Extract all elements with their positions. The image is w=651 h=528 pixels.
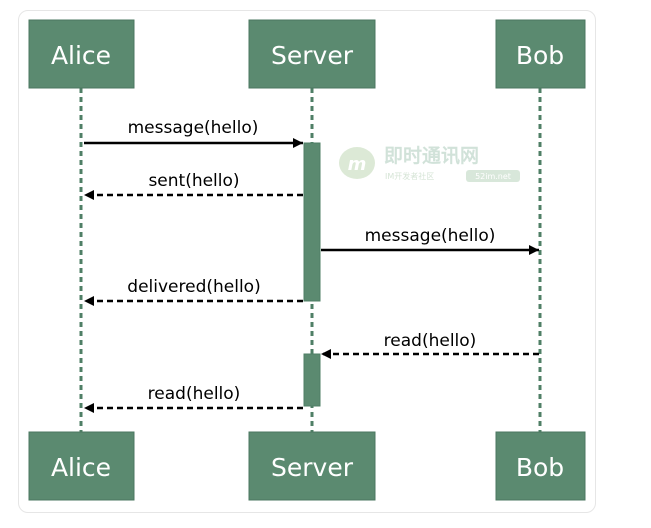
- participant-alice-bottom-box: [28, 431, 135, 501]
- server-activation-1: [303, 142, 321, 302]
- participant-alice-bottom-label: Alice: [51, 453, 111, 482]
- message-6-label: read(hello): [148, 384, 241, 404]
- watermark-brand: 即时通讯网: [384, 145, 479, 167]
- participant-bob-bottom-box: [495, 431, 586, 501]
- participant-server-bottom-box: [248, 431, 376, 501]
- message-1: message(hello): [84, 118, 303, 148]
- message-6: read(hello): [84, 384, 303, 413]
- participant-bob-top-box: [495, 19, 586, 89]
- watermark-domain-badge: [466, 170, 520, 182]
- participant-alice-top-box: [28, 19, 135, 89]
- participant-server-bottom-label: Server: [271, 453, 354, 482]
- message-2-label: sent(hello): [148, 171, 239, 191]
- server-activation-2: [303, 353, 321, 407]
- participant-server-bottom: Server: [248, 431, 376, 501]
- watermark-tagline: IM开发者社区: [385, 171, 434, 181]
- participant-bob-top-label: Bob: [516, 41, 564, 70]
- participant-server-top: Server: [248, 19, 376, 89]
- participant-server-top-label: Server: [271, 41, 354, 70]
- watermark-logo-glyph: m: [348, 154, 367, 175]
- message-1-label: message(hello): [128, 118, 259, 138]
- participant-bob-bottom-label: Bob: [516, 453, 564, 482]
- message-3-label: message(hello): [365, 226, 496, 246]
- participant-alice-top-label: Alice: [51, 41, 111, 70]
- message-4: delivered(hello): [84, 277, 303, 306]
- participant-alice-bottom: Alice: [28, 431, 135, 501]
- participant-bob-bottom: Bob: [495, 431, 586, 501]
- message-5: read(hello): [321, 331, 539, 359]
- participant-server-top-box: [248, 19, 376, 89]
- message-4-label: delivered(hello): [127, 277, 260, 297]
- participant-alice-top: Alice: [28, 19, 135, 89]
- message-5-label: read(hello): [384, 331, 477, 351]
- watermark: m 即时通讯网 IM开发者社区 52im.net: [339, 145, 520, 182]
- watermark-domain: 52im.net: [475, 172, 511, 181]
- message-3: message(hello): [321, 226, 539, 255]
- watermark-logo-icon: [339, 147, 375, 179]
- message-2: sent(hello): [84, 171, 303, 200]
- participant-bob-top: Bob: [495, 19, 586, 89]
